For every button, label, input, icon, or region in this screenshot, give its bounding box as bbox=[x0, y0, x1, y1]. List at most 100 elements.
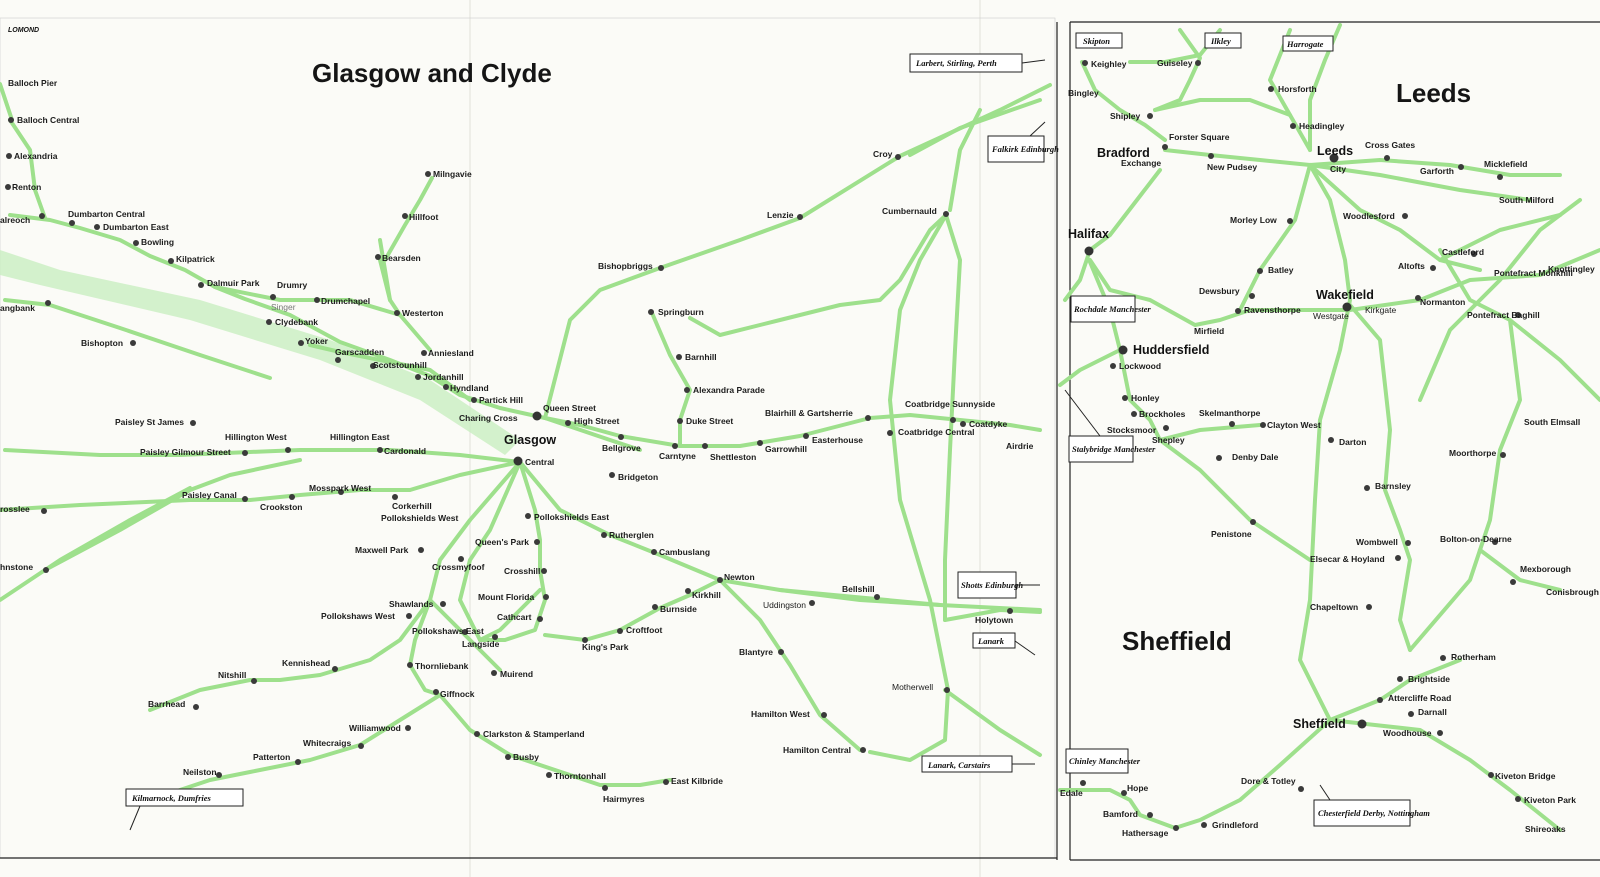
destination-box bbox=[987, 135, 1045, 163]
station-label: Kirkgate bbox=[1365, 305, 1396, 315]
station-label: Croftfoot bbox=[626, 625, 663, 635]
station-label: Darnall bbox=[1418, 707, 1447, 717]
station-label: Barrhead bbox=[148, 699, 185, 709]
station-dot bbox=[193, 704, 199, 710]
station-label: Dalmuir Park bbox=[207, 278, 260, 288]
station-label-major: Glasgow bbox=[504, 433, 556, 447]
station-label: Cardonald bbox=[384, 446, 426, 456]
destination-box bbox=[1065, 748, 1129, 774]
station-dot bbox=[405, 725, 411, 731]
station-label: Moorthorpe bbox=[1449, 448, 1496, 458]
station-dot bbox=[609, 472, 615, 478]
station-dot bbox=[190, 420, 196, 426]
destination-boxes: Larbert, Stirling, Perth Falkirk Edinbur… bbox=[125, 32, 1430, 831]
station-label: Langside bbox=[462, 639, 500, 649]
station-dot bbox=[1007, 608, 1013, 614]
station-dot bbox=[94, 224, 100, 230]
station-label: Hamilton Central bbox=[783, 745, 851, 755]
station-label: Bishopton bbox=[81, 338, 123, 348]
station-label: Clydebank bbox=[275, 317, 318, 327]
map-title-leeds: Leeds bbox=[1396, 78, 1471, 108]
station-label: Skelmanthorpe bbox=[1199, 408, 1261, 418]
station-dot bbox=[370, 363, 376, 369]
station-dot bbox=[1415, 295, 1421, 301]
station-label: Horsforth bbox=[1278, 84, 1317, 94]
station-label: Barnhill bbox=[685, 352, 717, 362]
station-label: Paisley St James bbox=[115, 417, 184, 427]
station-dot bbox=[270, 294, 276, 300]
destination-box bbox=[1075, 32, 1123, 49]
station-dot bbox=[895, 154, 901, 160]
station-dot bbox=[491, 670, 497, 676]
station-label: Balloch Pier bbox=[8, 78, 58, 88]
station-dot bbox=[130, 340, 136, 346]
station-label: Pollokshaws East bbox=[412, 626, 484, 636]
station-dot bbox=[1471, 251, 1477, 257]
station-dot bbox=[943, 211, 949, 217]
station-dot bbox=[402, 213, 408, 219]
station-label: Rutherglen bbox=[609, 530, 654, 540]
station-label: Central bbox=[525, 457, 554, 467]
station-label: Crookston bbox=[260, 502, 303, 512]
station-dot bbox=[717, 577, 723, 583]
station-label: Patterton bbox=[253, 752, 290, 762]
station-label: Balloch Central bbox=[17, 115, 79, 125]
station-label: Barnsley bbox=[1375, 481, 1411, 491]
station-label: Cathcart bbox=[497, 612, 532, 622]
station-label: Springburn bbox=[658, 307, 704, 317]
station-label: Pontefract Baghill bbox=[1467, 310, 1540, 320]
station-label: Castleford bbox=[1442, 247, 1484, 257]
station-label: Partick Hill bbox=[479, 395, 523, 405]
destination-label: Shotts Edinburgh bbox=[961, 580, 1023, 590]
station-label: Altofts bbox=[1398, 261, 1425, 271]
station-dot-major bbox=[513, 456, 523, 466]
station-dot bbox=[458, 556, 464, 562]
station-dot bbox=[1260, 422, 1266, 428]
station-label: Crossmyfoof bbox=[432, 562, 485, 572]
station-label: Honley bbox=[1131, 393, 1160, 403]
station-dot bbox=[1147, 812, 1153, 818]
station-dot bbox=[685, 588, 691, 594]
station-label: Elsecar & Hoyland bbox=[1310, 554, 1385, 564]
station-dot bbox=[1162, 144, 1168, 150]
station-dot bbox=[537, 616, 543, 622]
station-label: Cambuslang bbox=[659, 547, 710, 557]
station-dot bbox=[338, 489, 344, 495]
station-dot bbox=[618, 434, 624, 440]
station-dot bbox=[1216, 455, 1222, 461]
station-label: Hope bbox=[1127, 783, 1149, 793]
station-label: Bolton-on-Dearne bbox=[1440, 534, 1512, 544]
station-label: Renton bbox=[12, 182, 41, 192]
station-label: Denby Dale bbox=[1232, 452, 1279, 462]
yorkshire-stations: Keighley Bingley Guiseley Shipley Horsfo… bbox=[1060, 58, 1599, 838]
station-label: Hairmyres bbox=[603, 794, 645, 804]
station-dot bbox=[1268, 86, 1274, 92]
station-label: Bamford bbox=[1103, 809, 1138, 819]
station-label: Coatbridge Central bbox=[898, 427, 975, 437]
station-dot bbox=[1229, 421, 1235, 427]
station-dot bbox=[1122, 395, 1128, 401]
station-dot bbox=[41, 508, 47, 514]
station-dot bbox=[1408, 711, 1414, 717]
station-dot bbox=[1147, 113, 1153, 119]
station-label: Brockholes bbox=[1139, 409, 1186, 419]
station-dot bbox=[421, 350, 427, 356]
station-label: Dore & Totley bbox=[1241, 776, 1296, 786]
station-label: Thornliebank bbox=[415, 661, 469, 671]
station-label: Motherwell bbox=[892, 682, 933, 692]
station-label: Garforth bbox=[1420, 166, 1454, 176]
station-label: Exchange bbox=[1121, 158, 1161, 168]
station-label: Westgate bbox=[1313, 311, 1349, 321]
station-dot bbox=[492, 634, 498, 640]
station-dot bbox=[1515, 796, 1521, 802]
station-label: High Street bbox=[574, 416, 620, 426]
station-dot-major bbox=[1329, 153, 1339, 163]
station-label: Cross Gates bbox=[1365, 140, 1415, 150]
station-dot bbox=[43, 567, 49, 573]
station-label: Bearsden bbox=[382, 253, 421, 263]
station-dot bbox=[1082, 60, 1088, 66]
station-label: Alexandra Parade bbox=[693, 385, 765, 395]
destination-box bbox=[1068, 435, 1134, 463]
station-label: Shipley bbox=[1110, 111, 1141, 121]
station-dot bbox=[676, 354, 682, 360]
